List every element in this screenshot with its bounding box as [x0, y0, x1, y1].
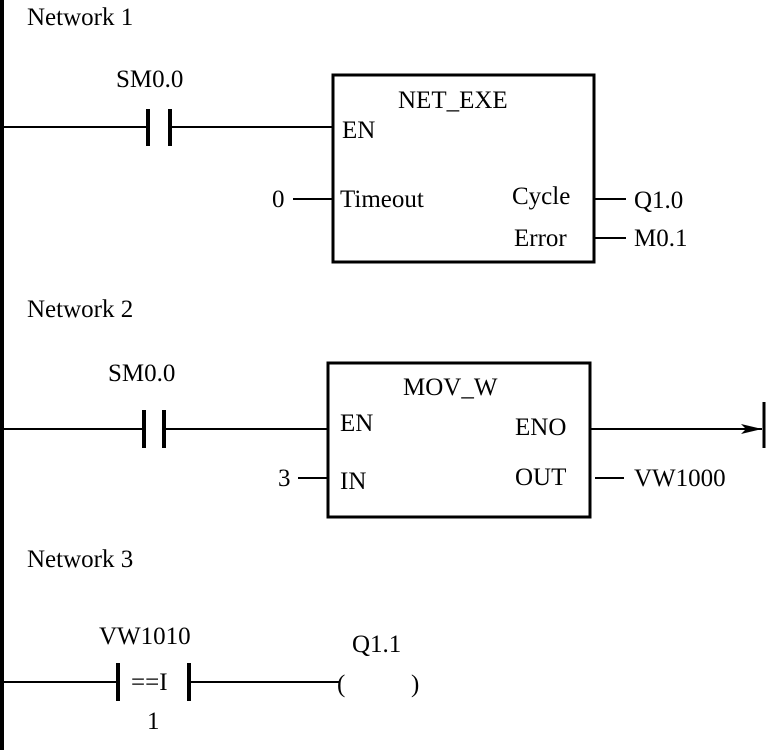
network-3: Network 3 VW1010 ==I 1 Q1.1 ( ): [2, 546, 419, 735]
error-value: M0.1: [634, 225, 687, 252]
pin-out: OUT: [515, 464, 566, 491]
no-contact-icon[interactable]: [146, 109, 172, 146]
contact-address: SM0.0: [116, 66, 183, 93]
compare-operand2: 1: [147, 708, 160, 735]
function-block-mov-w[interactable]: [326, 361, 592, 519]
coil-address: Q1.1: [352, 631, 401, 658]
pin-cycle: Cycle: [512, 183, 570, 210]
out-value: VW1000: [634, 465, 726, 492]
arrow-icon: [741, 424, 762, 434]
network-1: Network 1 SM0.0 NET_EXE EN Timeout 0 Cyc…: [2, 4, 687, 264]
cycle-value: Q1.0: [634, 187, 683, 214]
coil-icon[interactable]: ( ): [337, 671, 419, 698]
contact-address: SM0.0: [108, 360, 175, 387]
pin-en: EN: [342, 117, 375, 144]
network-3-title: Network 3: [27, 546, 133, 573]
network-2: Network 2 SM0.0 MOV_W EN IN 3 ENO OUT VW…: [2, 296, 766, 519]
pin-eno: ENO: [515, 414, 566, 441]
compare-operand1: VW1010: [99, 623, 191, 650]
compare-operator: ==I: [131, 669, 168, 696]
pin-timeout: Timeout: [340, 186, 424, 213]
pin-error: Error: [514, 225, 567, 252]
pin-in: IN: [340, 468, 366, 495]
timeout-value: 0: [272, 186, 285, 213]
function-block-net-exe[interactable]: [331, 73, 596, 264]
block-name: NET_EXE: [398, 87, 508, 114]
network-1-title: Network 1: [27, 4, 133, 31]
pin-en: EN: [340, 410, 373, 437]
svg-text:(: (: [337, 671, 345, 698]
compare-contact-icon[interactable]: [116, 663, 191, 701]
in-value: 3: [278, 465, 291, 492]
block-name: MOV_W: [403, 374, 498, 401]
network-2-title: Network 2: [27, 296, 133, 323]
no-contact-icon[interactable]: [142, 410, 166, 448]
svg-text:): ): [411, 671, 419, 698]
